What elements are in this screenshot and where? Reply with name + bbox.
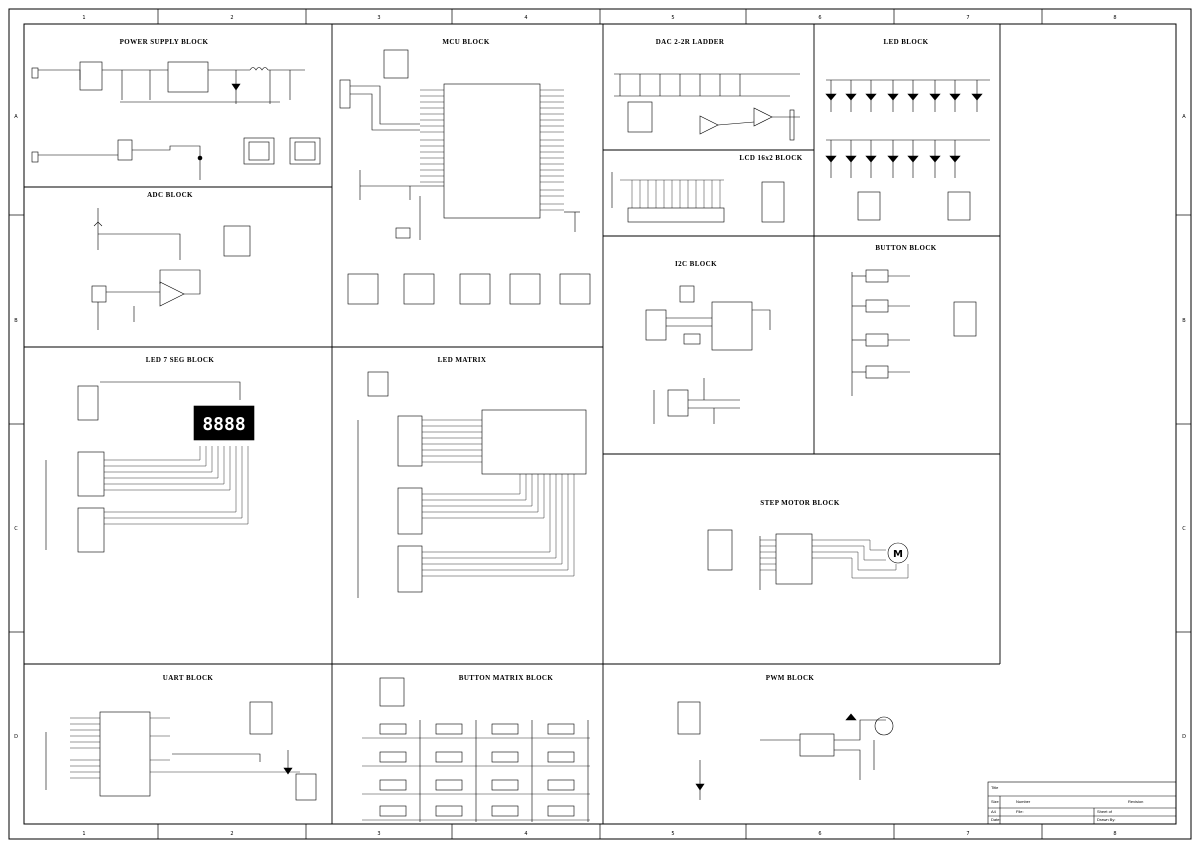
lcd-block-title: LCD 16x2 BLOCK — [739, 154, 802, 162]
title-label: Title — [991, 785, 999, 790]
button-circuit — [851, 269, 977, 396]
mcu-block-title: MCU BLOCK — [442, 38, 490, 46]
zone-col-8-bottom: 8 — [1113, 831, 1116, 837]
zone-col-3-bottom: 3 — [377, 831, 380, 837]
pwm-block-title: PWM BLOCK — [766, 674, 815, 682]
led-circuit — [825, 79, 990, 221]
zone-col-5-bottom: 5 — [671, 831, 674, 837]
led7seg-circuit: 8888 — [45, 381, 255, 553]
zone-row-a-right: A — [1182, 114, 1186, 120]
led-matrix-block-title: LED MATRIX — [438, 356, 487, 364]
lcd-circuit — [611, 172, 785, 223]
zone-row-d: D — [14, 734, 18, 740]
zone-row-d-right: D — [1182, 734, 1186, 740]
adc-block-title: ADC BLOCK — [147, 191, 193, 199]
drawn-by-label: Drawn By: — [1097, 817, 1115, 822]
title-block — [987, 781, 1177, 825]
adc-circuit — [91, 208, 251, 330]
number-label: Number — [1016, 799, 1031, 804]
zone-col-4-bottom: 4 — [524, 831, 527, 837]
revision-label: Revision — [1128, 799, 1143, 804]
block-titles: POWER SUPPLY BLOCK MCU BLOCK DAC 2-2R LA… — [120, 38, 937, 682]
seven-segment-digits: 8888 — [202, 414, 245, 435]
date-label: Date: — [991, 817, 1001, 822]
pwm-circuit — [677, 701, 894, 800]
zone-col-2-bottom: 2 — [230, 831, 233, 837]
button-block-title: BUTTON BLOCK — [875, 244, 936, 252]
zone-col-1: 1 — [82, 15, 85, 21]
file-label: File: — [1016, 809, 1024, 814]
sheet-label: Sheet of — [1097, 809, 1113, 814]
step-motor-symbol: M — [893, 549, 903, 560]
zone-row-a: A — [14, 114, 18, 120]
i2c-block-title: I2C BLOCK — [675, 260, 717, 268]
led-matrix-circuit — [357, 371, 587, 598]
sheet-frame — [8, 8, 1192, 840]
dac-circuit — [614, 73, 800, 141]
step-motor-block-title: STEP MOTOR BLOCK — [760, 499, 840, 507]
zone-row-c: C — [14, 526, 18, 532]
zone-labels: 1 2 3 4 5 6 7 8 1 2 3 4 5 6 7 8 A B C D … — [14, 15, 1186, 837]
zone-col-2: 2 — [230, 15, 233, 21]
zone-col-6-bottom: 6 — [818, 831, 821, 837]
title-block-text: Title Size Number Revision A4 Date: File… — [991, 785, 1143, 822]
power-supply-circuit — [31, 61, 321, 180]
zone-row-b-right: B — [1182, 318, 1186, 324]
power-supply-block-title: POWER SUPPLY BLOCK — [120, 38, 209, 46]
i2c-circuit — [645, 285, 771, 424]
size-label: Size — [991, 799, 1000, 804]
zone-col-3: 3 — [377, 15, 380, 21]
step-motor — [887, 542, 909, 564]
dc-motor — [874, 716, 894, 736]
button-matrix-circuit — [362, 677, 590, 822]
zone-col-5: 5 — [671, 15, 674, 21]
zone-row-c-right: C — [1182, 526, 1186, 532]
dac-block-title: DAC 2-2R LADDER — [656, 38, 725, 46]
led-row-bottom — [825, 139, 990, 178]
button-matrix-block-title: BUTTON MATRIX BLOCK — [459, 674, 554, 682]
zone-row-b: B — [14, 318, 18, 324]
size-value: A4 — [991, 809, 997, 814]
led7seg-block-title: LED 7 SEG BLOCK — [146, 356, 215, 364]
zone-col-7: 7 — [966, 15, 969, 21]
zone-col-8: 8 — [1113, 15, 1116, 21]
mcu-circuit — [339, 49, 591, 305]
uart-block-title: UART BLOCK — [163, 674, 214, 682]
block-partitions — [24, 24, 1001, 824]
uart-circuit — [45, 701, 317, 801]
zone-col-6: 6 — [818, 15, 821, 21]
zone-col-4: 4 — [524, 15, 527, 21]
led-row-top — [825, 79, 990, 112]
zone-col-7-bottom: 7 — [966, 831, 969, 837]
zone-col-1-bottom: 1 — [82, 831, 85, 837]
seven-segment-display — [193, 405, 255, 441]
step-motor-circuit — [707, 529, 909, 590]
led-block-title: LED BLOCK — [883, 38, 928, 46]
